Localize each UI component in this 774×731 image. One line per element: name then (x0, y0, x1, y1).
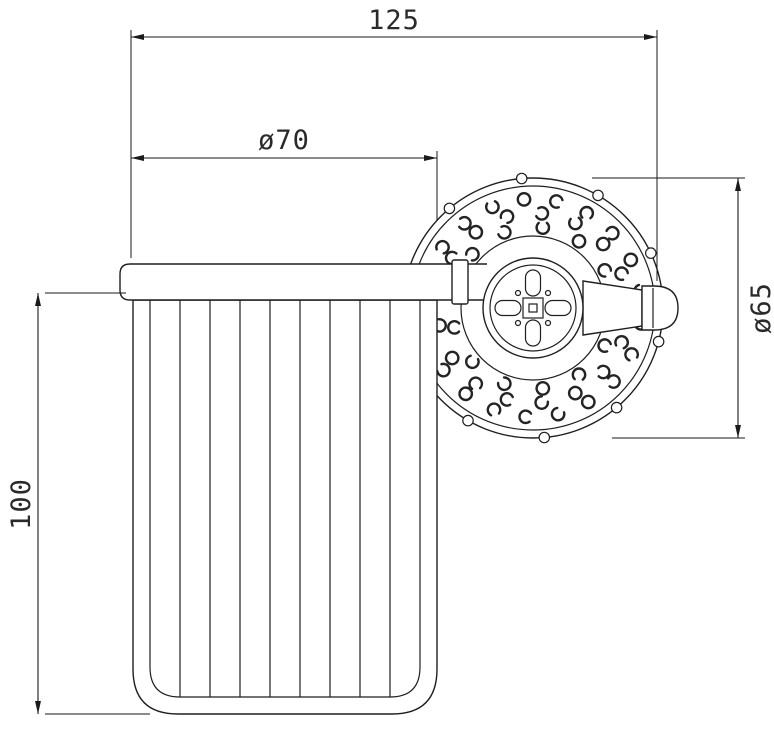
bracket-arm (582, 280, 643, 336)
basket-outer-outline (132, 299, 438, 715)
hub-inner-circle (489, 264, 577, 352)
dimensions: 125 ø70 ø65 100 (6, 5, 774, 715)
bracket-cap (641, 285, 679, 331)
ornament-dot (514, 289, 522, 297)
dimension-basket-diameter: ø70 (130, 125, 438, 221)
flange-pattern-hole (518, 409, 534, 425)
flange-pattern-hole (435, 239, 450, 255)
ornament-petal-north (524, 269, 542, 297)
flange-pattern-hole (457, 215, 472, 231)
dimension-label-basket-diameter: ø70 (258, 125, 310, 156)
basket-inner-outline (149, 300, 421, 698)
ornament-center-square (522, 297, 544, 319)
arm-collar (451, 259, 469, 305)
flange-pattern-hole (496, 224, 512, 240)
holder-ring-bar (119, 263, 487, 301)
flange-pattern-hole (597, 262, 613, 278)
flange-rim-bead (515, 172, 528, 185)
dimension-label-basket-height: 100 (6, 478, 37, 530)
flange-pattern-hole (614, 266, 629, 282)
dimension-basket-height: 100 (6, 292, 150, 715)
flange-pattern-hole (571, 367, 587, 383)
flange-pattern-hole (567, 385, 583, 401)
flange-pattern-hole (568, 215, 583, 231)
flange-pattern-hole (606, 374, 621, 389)
flange-pattern-hole (468, 224, 484, 240)
flange-pattern-hole (446, 319, 462, 335)
flange-pattern-hole (496, 376, 512, 392)
flange-pattern-hole (458, 386, 474, 402)
flange-pattern-hole (597, 338, 613, 353)
flange-rim-bead (610, 401, 623, 414)
dimension-flange-diameter: ø65 (592, 177, 774, 439)
flange-rim-bead (462, 414, 474, 427)
flange-pattern-hole (444, 350, 460, 366)
ornament-petal-south (524, 319, 542, 347)
flange-pattern-hole (535, 381, 551, 396)
flange-pattern-hole (549, 194, 564, 209)
wire-basket (132, 299, 438, 715)
ornament-dot (544, 319, 552, 327)
hub-ornament (494, 269, 572, 347)
hub-outer-circle (482, 257, 584, 359)
flange-pattern-hole (534, 206, 550, 221)
flange-pattern-hole (571, 233, 587, 249)
flange-pattern-hole (499, 391, 515, 407)
dimension-label-overall-width: 125 (368, 5, 420, 36)
flange-pattern-hole (516, 191, 532, 207)
flange-pattern-hole (535, 220, 551, 236)
flange-pattern-hole (465, 246, 480, 262)
flange-pattern-hole (624, 347, 639, 362)
flange-rim-bead (644, 247, 657, 259)
flange-pattern-hole (623, 252, 639, 268)
ornament-petal-east (544, 299, 572, 317)
flange-pattern-hole (468, 376, 484, 392)
flange-pattern-hole (595, 364, 611, 380)
ornament-center-detail (528, 303, 538, 313)
flange-pattern-hole (499, 209, 515, 225)
wall-bracket (582, 280, 679, 336)
flange-pattern-hole (604, 225, 620, 241)
flange-pattern-hole (486, 402, 502, 418)
flange-rim-bead (443, 202, 456, 215)
flange-pattern-hole (484, 199, 500, 215)
hub (482, 257, 584, 359)
flange-pattern-hole (534, 395, 550, 410)
dimension-label-flange-diameter: ø65 (746, 282, 774, 334)
flange-pattern-hole (550, 406, 566, 422)
dimension-overall-width: 125 (130, 5, 658, 281)
ornament-dot (544, 289, 552, 297)
flange-pattern-hole (580, 394, 596, 410)
ornament-dot (514, 319, 522, 327)
flange-rim-bead (592, 189, 604, 202)
flange-pattern-hole (435, 362, 451, 378)
flange-pattern-hole (595, 236, 611, 252)
flange-pattern-hole (614, 334, 629, 350)
ornament-petal-west (494, 299, 522, 317)
flange-pattern-hole (579, 205, 595, 221)
flange-rim-bead (538, 431, 551, 444)
flange-pattern-hole (464, 354, 480, 370)
flange-rim-bead (652, 335, 665, 348)
